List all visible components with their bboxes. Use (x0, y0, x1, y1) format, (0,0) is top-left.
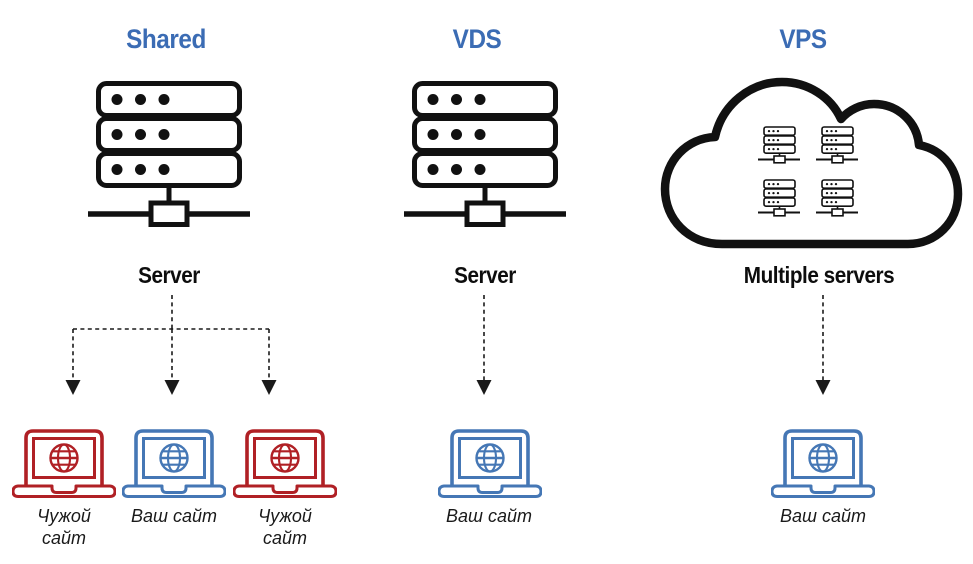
dashed-arrow-icon (476, 295, 492, 395)
server-label: Server (138, 262, 200, 288)
branch-arrow-icon (65, 295, 277, 395)
server-label: Server (454, 262, 516, 288)
column-title-shared: Shared (126, 24, 206, 54)
laptop-icon (771, 428, 875, 500)
site-caption: Ваш сайт (446, 506, 532, 526)
laptop-icon (438, 428, 542, 500)
column-title-vps: VPS (779, 24, 827, 54)
column-title-vds: VDS (452, 24, 502, 54)
server-icon (87, 81, 251, 233)
server-label: Multiple servers (743, 262, 895, 288)
site-caption: Чужой сайт (258, 506, 312, 548)
cloud-icon (656, 73, 966, 253)
laptop-icon (122, 428, 226, 500)
site-caption: Ваш сайт (131, 506, 217, 526)
site-caption: Ваш сайт (780, 506, 866, 526)
dashed-arrow-icon (815, 295, 831, 395)
site-caption: Чужой сайт (37, 506, 91, 548)
laptop-icon (233, 428, 337, 500)
server-icon (403, 81, 567, 233)
laptop-icon (12, 428, 116, 500)
